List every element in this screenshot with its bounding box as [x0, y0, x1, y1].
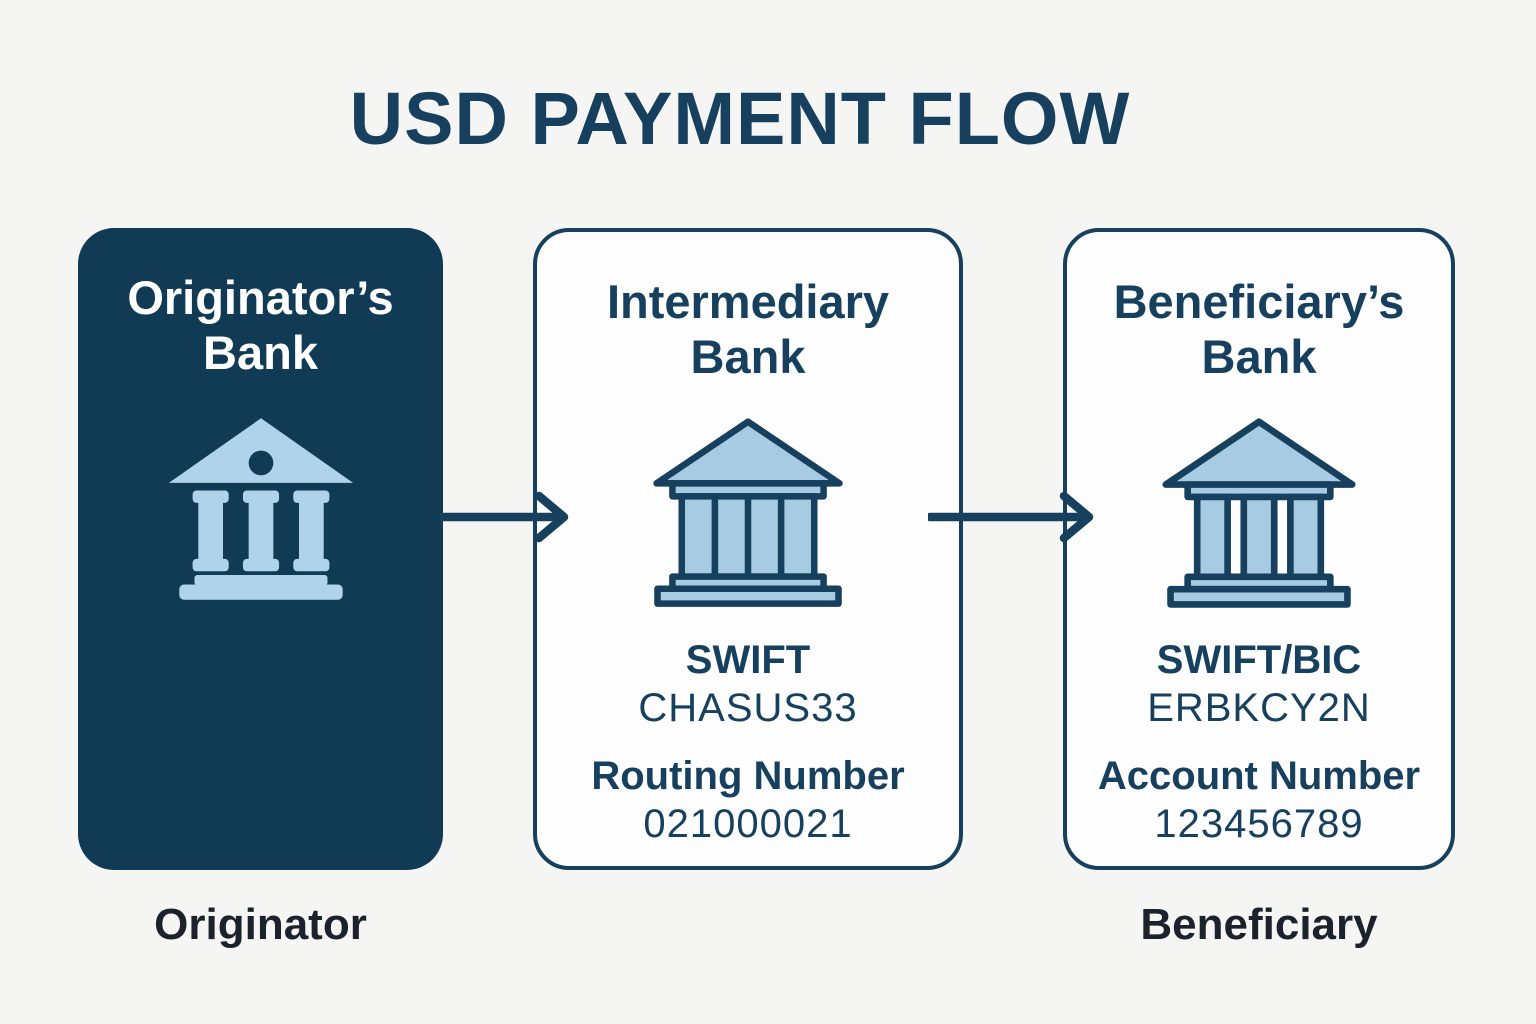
field-label-account-number: Account Number: [1097, 754, 1421, 798]
field-label-swift-bic: SWIFT/BIC: [1156, 638, 1362, 682]
field-label-swift: SWIFT: [685, 638, 811, 682]
field-label-routing-number: Routing Number: [591, 754, 905, 798]
bank-outline-icon: [1162, 418, 1356, 608]
bank-filled-icon: [168, 418, 353, 600]
field-value-routing-number: 021000021: [643, 802, 853, 846]
page-title: USD PAYMENT FLOW: [349, 77, 1131, 160]
arrow-right-icon-originator-to-intermediary: [440, 491, 569, 543]
card-beneficiary-bank: Beneficiary’s Bank SWIFT/BIC ERBKCY2N Ac…: [1063, 228, 1455, 870]
field-value-swift-code: CHASUS33: [638, 686, 858, 730]
card-intermediary-bank: Intermediary Bank SWIFT CHASUS33 Routing…: [533, 228, 963, 870]
field-value-swift-bic-code: ERBKCY2N: [1147, 686, 1371, 730]
card-title-beneficiary-bank: Beneficiary’s Bank: [1113, 275, 1405, 384]
card-originator-bank: Originator’s Bank: [78, 228, 443, 870]
bank-outline-icon: [653, 418, 843, 607]
footer-label-originator: Originator: [154, 900, 367, 949]
card-title-intermediary-bank: Intermediary Bank: [606, 275, 890, 384]
arrow-right-icon-intermediary-to-beneficiary: [928, 491, 1094, 543]
footer-label-beneficiary: Beneficiary: [1140, 900, 1378, 949]
card-title-originator-bank: Originator’s Bank: [127, 271, 394, 380]
field-value-account-number: 123456789: [1154, 802, 1364, 846]
